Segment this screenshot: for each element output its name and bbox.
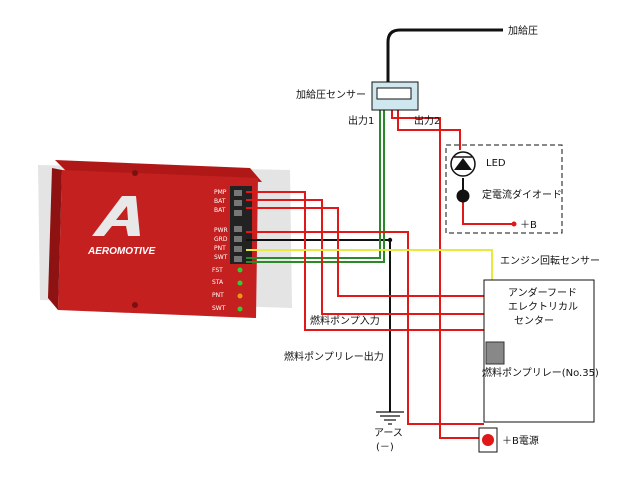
wires	[246, 28, 512, 439]
output1-label: 出力1	[348, 114, 374, 127]
terminal-screw	[234, 226, 242, 232]
constant-current-diode-icon	[456, 189, 470, 203]
pump-relay-label: 燃料ポンプリレー(No.35)	[482, 366, 599, 379]
terminal-block	[230, 186, 252, 264]
status-led-icon	[237, 293, 243, 299]
boost-sensor-label: 加給圧センサー	[296, 88, 366, 101]
plus-b-label: ＋B	[520, 220, 537, 231]
ground-label-line1: アース	[374, 428, 403, 439]
status-led-icon	[237, 306, 243, 312]
status-led-icon	[237, 267, 243, 273]
boost-sensor	[371, 81, 419, 111]
terminal-screw	[234, 210, 242, 216]
terminal-screw	[234, 190, 242, 196]
b-power-terminal-icon	[482, 434, 494, 446]
b-power-label: ＋B電源	[502, 434, 539, 447]
bat-wire-b	[246, 207, 484, 297]
screw-icon	[132, 170, 138, 176]
pin-label: PNT	[214, 245, 226, 252]
pin-label: BAT	[214, 198, 226, 205]
ecu-label-line3: センター	[514, 315, 554, 327]
junction-dot	[387, 237, 393, 243]
constant-diode-label: 定電流ダイオード	[482, 188, 562, 201]
fuel-pump-relay-icon	[485, 341, 505, 365]
output1-wire-a	[246, 110, 381, 259]
controller-side-face	[48, 168, 62, 310]
engine-sensor-wire	[246, 249, 493, 280]
pin-label: GRD	[214, 236, 228, 243]
engine-sensor-label: エンジン回転センサー	[500, 255, 600, 267]
output2-label: 出力2	[414, 114, 440, 127]
led-diode-symbol	[454, 158, 472, 170]
pin-label: FST	[212, 267, 223, 274]
diode-to-b-wire	[462, 202, 512, 225]
pin-label: STA	[212, 279, 224, 286]
boost-pressure-label: 加給圧	[508, 24, 538, 37]
pump-input-label: 燃料ポンプ入力	[310, 314, 380, 327]
led-circuit-box	[445, 144, 563, 234]
pin-label: SWT	[212, 305, 226, 312]
boost-hose	[386, 28, 503, 82]
ground-label-line2: (－)	[376, 442, 394, 453]
ecu-label-line2: エレクトリカル	[508, 301, 578, 313]
output1-wire-b	[246, 110, 385, 263]
terminal-screw	[234, 236, 242, 242]
terminal-screw	[234, 256, 242, 262]
status-led-icon	[237, 280, 243, 286]
led-icon	[450, 151, 476, 177]
terminal-screw	[234, 200, 242, 206]
ecu-label-line1: アンダーフード	[508, 286, 577, 299]
aeromotive-logo-icon	[92, 196, 140, 236]
boost-sensor-window	[376, 87, 412, 100]
terminal-screw	[234, 246, 242, 252]
pin-label: BAT	[214, 207, 226, 214]
pin-label: PMP	[214, 189, 227, 196]
sensor-power-wire	[391, 110, 482, 439]
pump-relay-output-label: 燃料ポンプリレー出力	[284, 350, 384, 363]
terminal-screws	[234, 190, 242, 262]
pin-label: SWT	[214, 254, 228, 261]
pump-relay-output-wire	[246, 231, 484, 425]
ground-symbol-icon	[376, 411, 404, 425]
output2-wire	[397, 110, 461, 150]
bat-wire-a	[246, 199, 484, 315]
pin-label: PWR	[214, 227, 228, 234]
plus-b-terminal-dot	[511, 221, 517, 227]
brand-name: AEROMOTIVE	[87, 246, 156, 257]
controller-front-face	[58, 170, 258, 318]
screw-icon	[132, 302, 138, 308]
led-label: LED	[486, 158, 506, 169]
logo-cutout	[116, 206, 128, 220]
controller-device: AEROMOTIVE PMP BAT BAT PWR GRD PNT SWT F…	[38, 160, 292, 318]
pump-input-wire	[246, 191, 484, 331]
pin-label: PNT	[212, 292, 224, 299]
